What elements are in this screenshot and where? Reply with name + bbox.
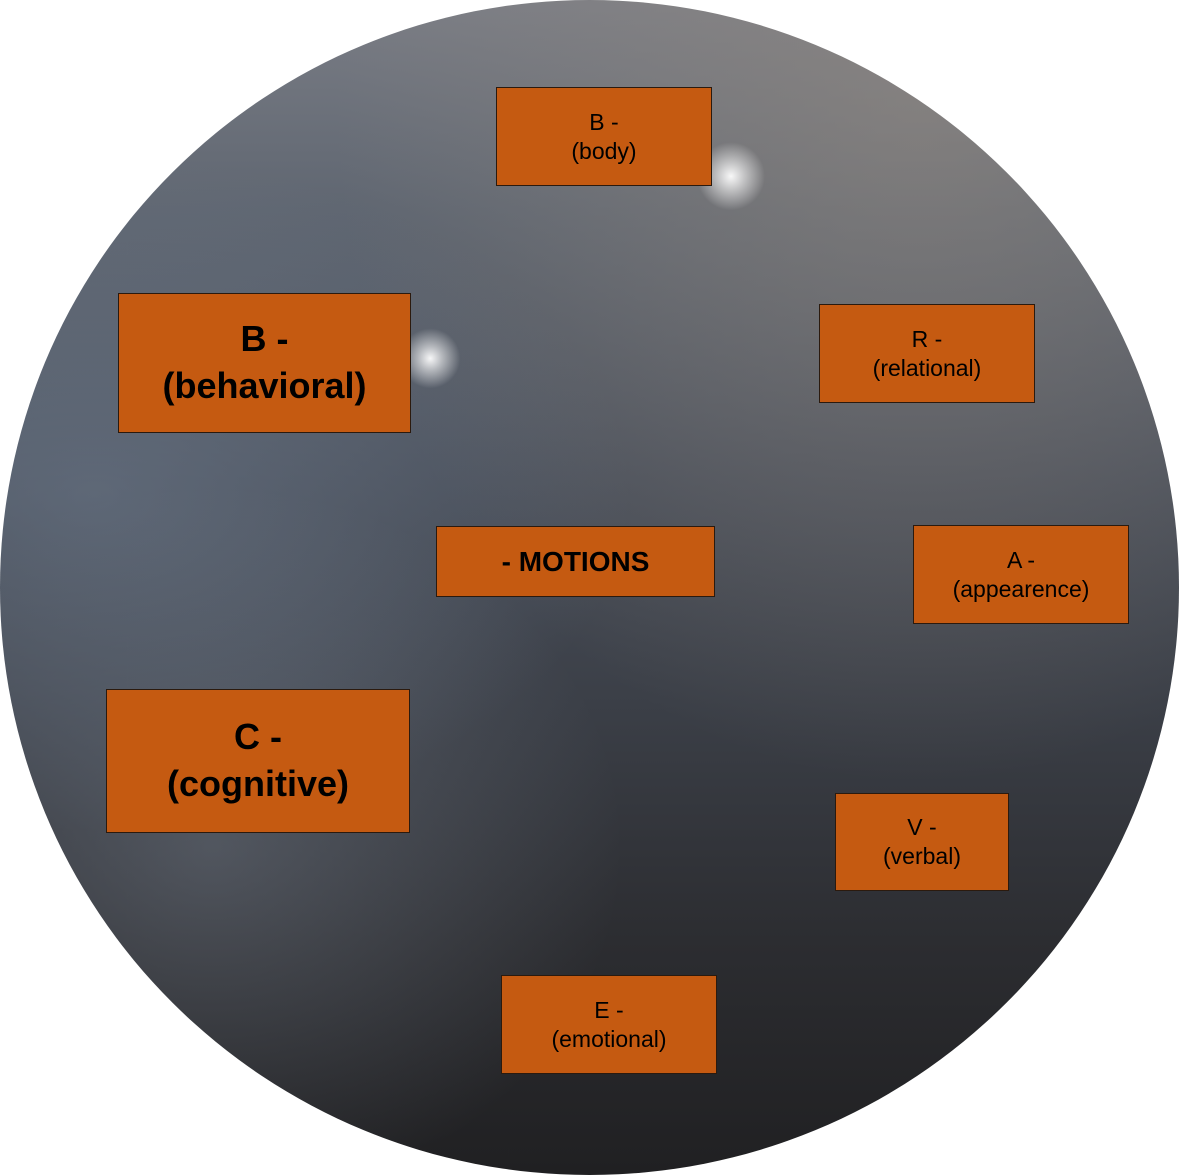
node-emotional-letter: E - [594,996,624,1023]
node-relational-desc: (relational) [872,354,982,381]
node-appearence-desc: (appearence) [952,575,1090,602]
node-body: B - (body) [496,87,712,186]
node-cognitive-letter: C - [234,716,282,758]
node-verbal-letter: V - [907,814,937,841]
center-motions: - MOTIONS [436,526,715,597]
node-relational: R - (relational) [819,304,1035,403]
node-cognitive-desc: (cognitive) [166,763,349,804]
node-emotional-desc: (emotional) [551,1025,667,1052]
node-appearence-letter: A - [1006,546,1036,573]
node-relational-letter: R - [911,325,943,352]
node-body-letter: B - [589,108,619,135]
node-behavioral: B - (behavioral) [118,293,411,433]
node-verbal-desc: (verbal) [883,843,961,869]
center-motions-label: - MOTIONS [501,546,650,577]
node-behavioral-desc: (behavioral) [162,365,367,406]
node-verbal: V - (verbal) [835,793,1009,891]
node-cognitive: C - (cognitive) [106,689,410,833]
node-emotional: E - (emotional) [501,975,717,1074]
node-behavioral-letter: B - [240,318,289,360]
node-body-desc: (body) [571,137,637,164]
node-appearence: A - (appearence) [913,525,1129,624]
